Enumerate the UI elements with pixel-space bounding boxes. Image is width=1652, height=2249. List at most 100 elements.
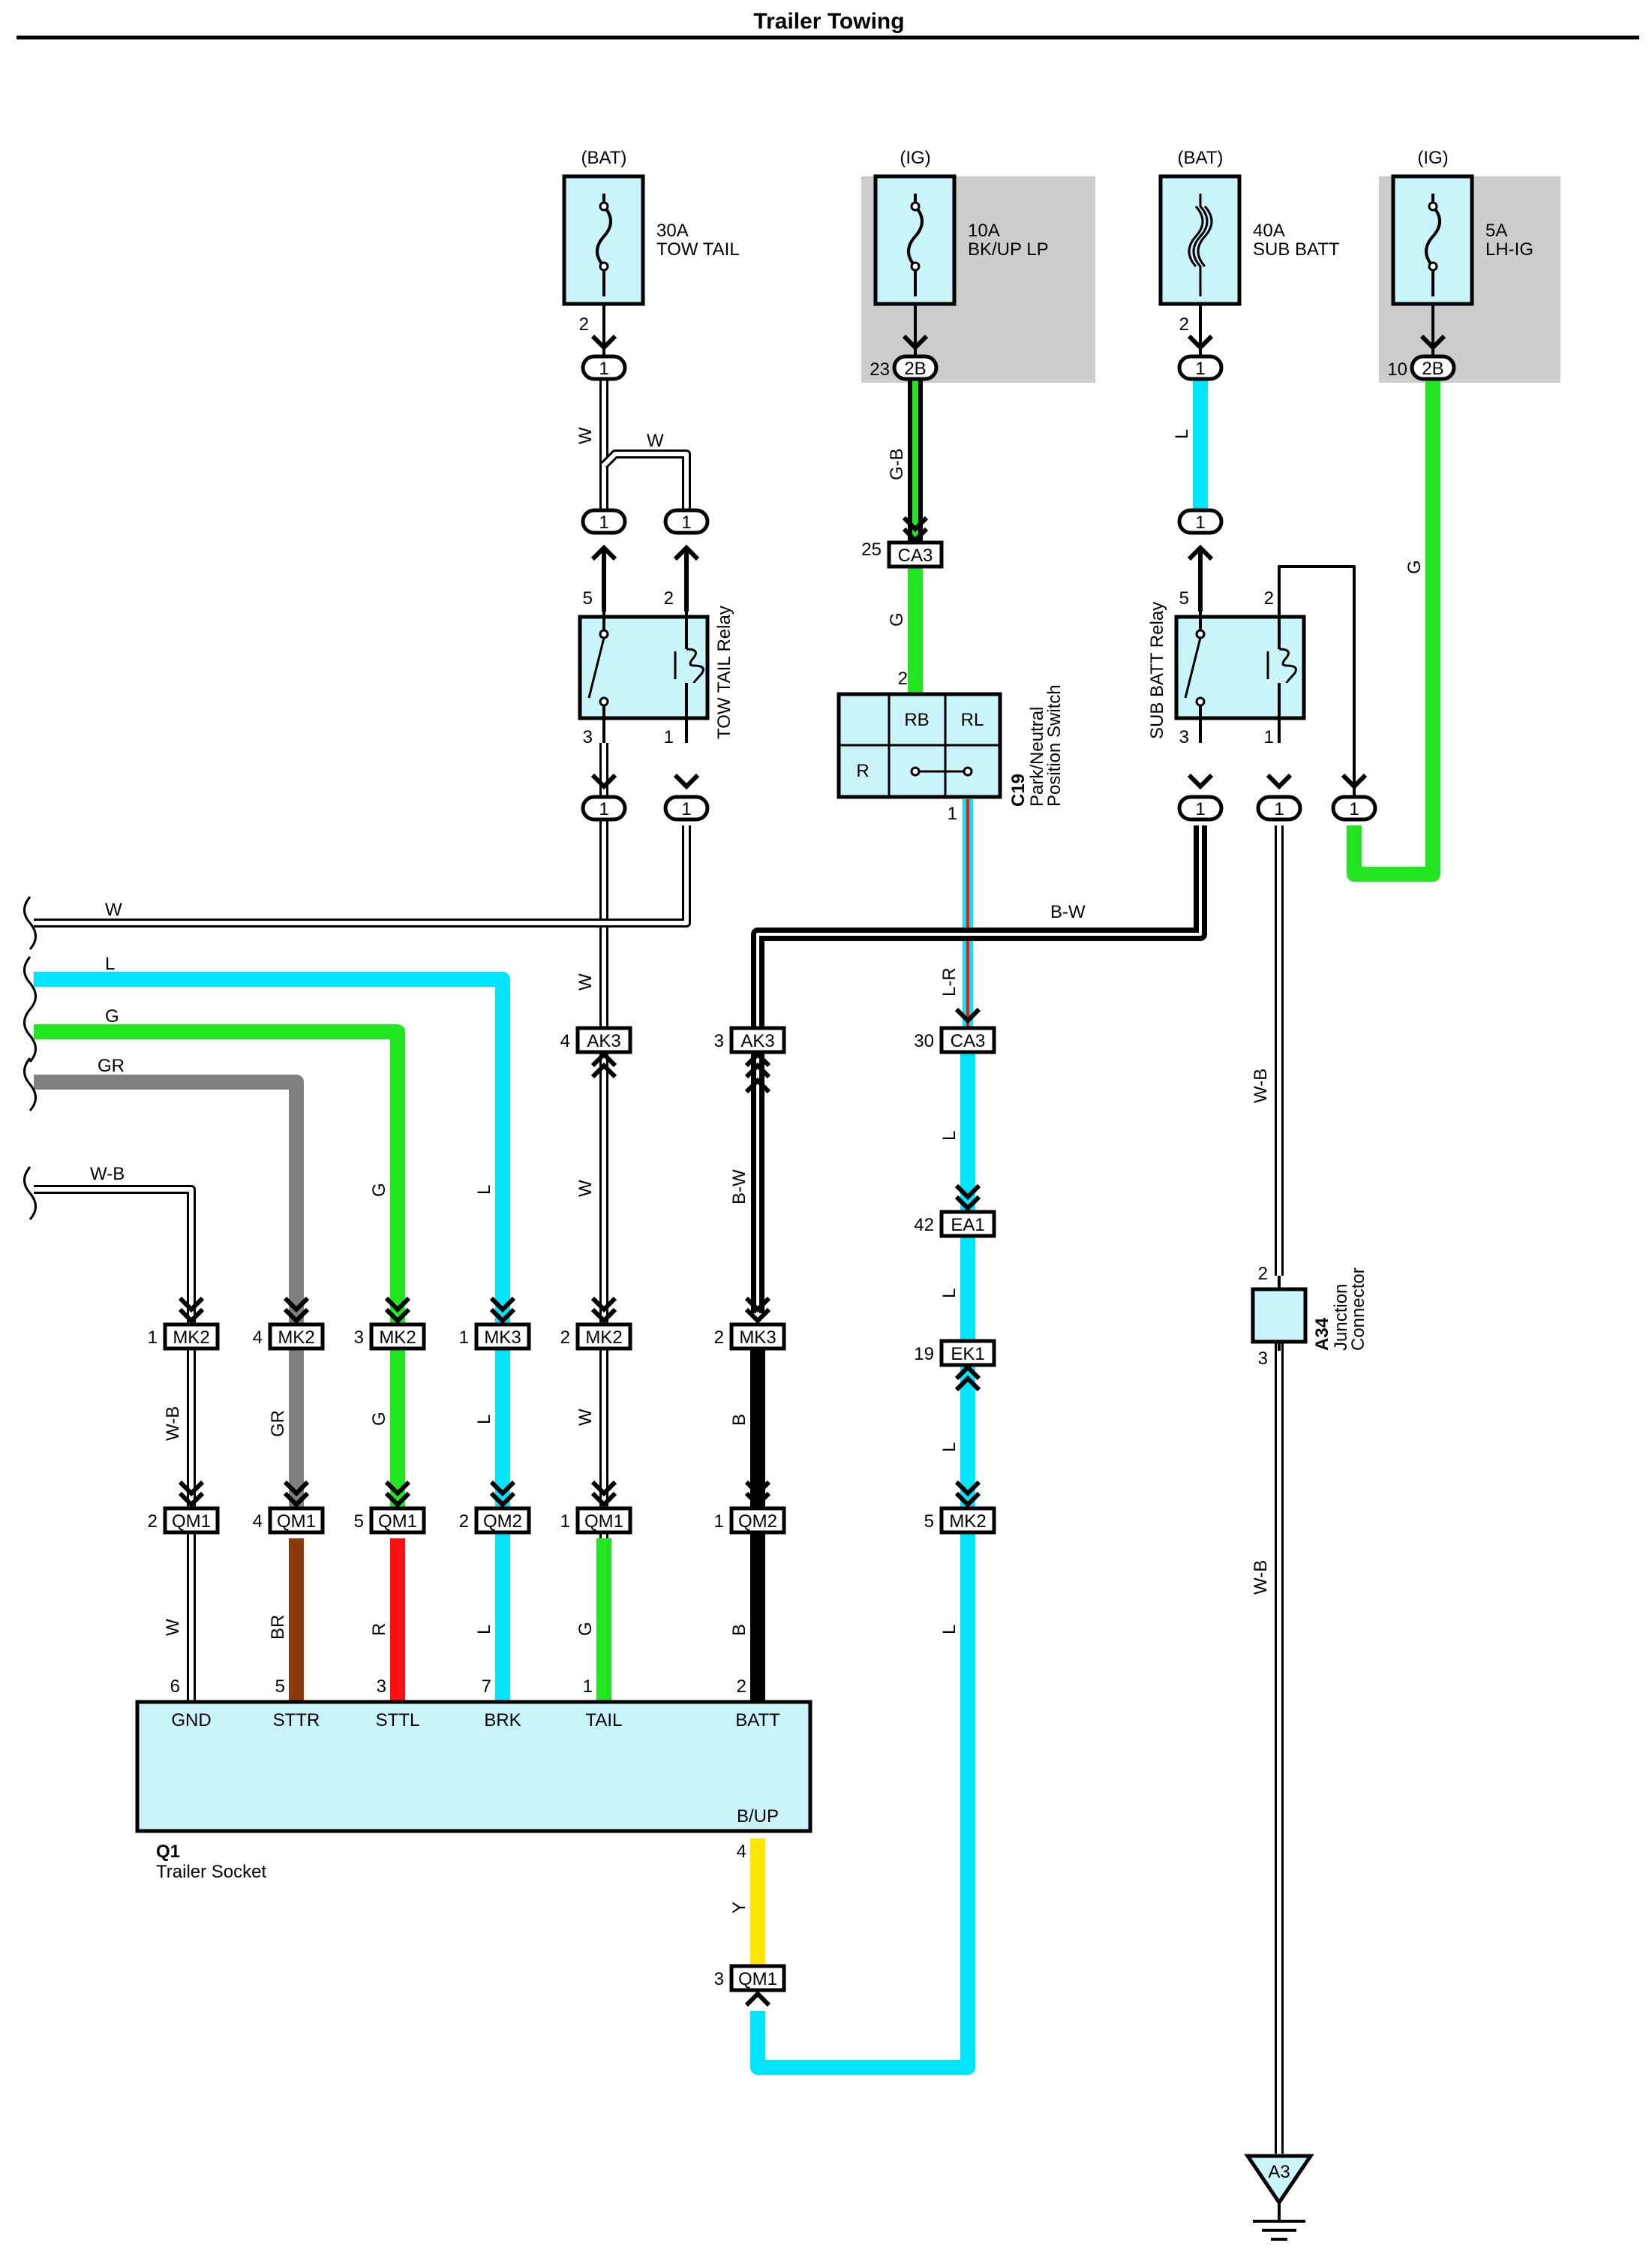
wire-color-labels: W L G GR W-B W W G-B G L G L-R B-W W W-B… — [90, 427, 1425, 1914]
fuse-name: BK/UP LP — [968, 239, 1049, 260]
oval-label: 1 — [599, 799, 608, 819]
oval-label: 2B — [1422, 359, 1443, 379]
fuse-sub-batt: (BAT) 40A SUB BATT — [1158, 148, 1340, 306]
connector-pin: 4 — [560, 1031, 570, 1051]
oval-label: 1 — [1195, 359, 1205, 379]
wire-label: B — [729, 1624, 749, 1636]
socket-name: Trailer Socket — [156, 1862, 266, 1882]
fuse-rating: 5A — [1485, 221, 1507, 241]
switch-cell: RL — [961, 710, 984, 730]
socket-pin: 5 — [275, 1676, 285, 1697]
wire-label: G — [369, 1183, 389, 1197]
pin-label: 2 — [1179, 314, 1189, 335]
diagram-title: Trailer Towing — [753, 9, 904, 34]
connector-pin: 3 — [714, 1969, 724, 1989]
socket-pin: 3 — [377, 1676, 386, 1697]
wire-label: L — [939, 1131, 960, 1141]
socket-pin: 6 — [170, 1676, 180, 1697]
wire-label: R — [369, 1623, 389, 1636]
connector-id: AK3 — [740, 1031, 774, 1051]
junction-line1: Junction — [1331, 1284, 1351, 1351]
connector-id: EK1 — [951, 1344, 984, 1364]
socket-terminal: BRK — [484, 1710, 521, 1730]
connector-id: CA3 — [898, 546, 933, 566]
connector-pin: 42 — [914, 1215, 934, 1235]
oval-label: 2B — [904, 359, 926, 379]
connector-id: MK3 — [484, 1327, 521, 1348]
relay-output-ovals: 1 1 1 1 1 — [581, 773, 1377, 822]
socket-pin: 7 — [482, 1676, 491, 1697]
fuse-lh-ig: (IG) 5A LH-IG — [1391, 148, 1533, 306]
oval-label: 1 — [599, 359, 608, 379]
wire-label: L — [939, 1625, 960, 1634]
wire-label: G — [369, 1412, 389, 1426]
fuse-outputs: 2 23 2 10 1 2B 1 2B — [579, 314, 1456, 381]
wire-l-left — [34, 972, 510, 1711]
connector-id: MK2 — [173, 1327, 209, 1348]
oval-label: 1 — [599, 513, 608, 533]
connector-id: QM1 — [738, 1969, 777, 1989]
wire-label: G — [887, 612, 907, 627]
relay-pin: 5 — [583, 588, 593, 609]
trailer-socket: 6 5 3 7 1 2 GND STTR STTL BRK TAIL BATT … — [135, 1676, 812, 1882]
socket-terminal: STTL — [376, 1710, 420, 1730]
socket-terminal: GND — [171, 1710, 211, 1730]
relay-input-ovals: 1 1 1 — [581, 508, 1224, 612]
connector-pin: 2 — [148, 1511, 158, 1532]
wire-label: GR — [98, 1056, 125, 1076]
sub-batt-relay: 5 2 3 1 SUB BATT Relay — [1147, 588, 1306, 747]
switch-code: C19 — [1008, 774, 1029, 807]
fuse-source: (IG) — [900, 148, 930, 168]
connector-id: MK2 — [585, 1327, 622, 1348]
fuse-bkup-lp: (IG) 10A BK/UP LP — [873, 148, 1049, 306]
fuse-rating: 40A — [1253, 221, 1285, 241]
wire-label: B — [729, 1414, 749, 1426]
qm-connector-row: QM1 2 QM1 4 QM1 5 QM2 2 QM1 1 QM2 1 MK2 … — [148, 1480, 996, 1535]
wire-label: W — [105, 900, 122, 920]
connector-id: QM1 — [584, 1511, 623, 1532]
wire-label: L-R — [939, 967, 960, 997]
oval-label: 1 — [1349, 799, 1359, 819]
relay-name: TOW TAIL Relay — [714, 606, 734, 739]
connector-pin: 5 — [354, 1511, 364, 1532]
wire-label: G — [105, 1006, 119, 1027]
connector-pin: 2 — [714, 1327, 724, 1348]
qm1-bup-connector: QM1 3 — [714, 1964, 786, 2007]
relay-pin: 2 — [664, 588, 674, 609]
wire-g-fuse4 — [1347, 379, 1440, 882]
fuse-tow-tail: (BAT) 30A TOW TAIL — [562, 148, 740, 306]
wire-label: L — [474, 1625, 494, 1634]
relay-pin: 3 — [1179, 727, 1189, 747]
connector-id: AK3 — [587, 1031, 620, 1051]
fuse-source: (IG) — [1417, 148, 1448, 168]
oval-label: 1 — [1195, 513, 1205, 533]
pin-label: 2 — [579, 314, 589, 335]
switch-line2: Position Switch — [1044, 684, 1065, 807]
fuse-name: SUB BATT — [1253, 239, 1340, 260]
socket-pin: 2 — [737, 1676, 746, 1697]
connector-id: QM1 — [378, 1511, 417, 1532]
pin-label: 23 — [870, 359, 890, 380]
park-neutral-switch: RB RL R 2 1 C19 Park/Neutral Position Sw… — [837, 669, 1065, 824]
relay-pin: 1 — [1264, 727, 1274, 747]
fuse-source: (BAT) — [581, 148, 627, 168]
connector-id: QM1 — [172, 1511, 211, 1532]
wire-w-fuse1 — [599, 300, 691, 510]
connector-pin: 3 — [714, 1031, 724, 1051]
switch-pin: 2 — [898, 669, 908, 689]
oval-label: 1 — [681, 799, 691, 819]
fuse-rating: 30A — [656, 221, 689, 241]
junction-line2: Connector — [1348, 1267, 1368, 1351]
junction-code: A34 — [1312, 1317, 1332, 1351]
wire-label: BR — [268, 1615, 288, 1640]
connector-pin: 1 — [714, 1511, 724, 1532]
wire-breaks — [23, 896, 37, 1220]
connector-id: EA1 — [951, 1215, 984, 1235]
wire-label: G — [1404, 560, 1425, 574]
wire-label: W-B — [1251, 1069, 1271, 1103]
relay-name: SUB BATT Relay — [1147, 602, 1167, 739]
mk-connector-row: MK2 1 MK2 4 MK2 3 MK3 1 MK2 2 MK3 2 — [148, 1077, 786, 1351]
connector-pin: 1 — [560, 1511, 570, 1532]
wire-label: GR — [268, 1410, 288, 1437]
connector-pin: 1 — [148, 1327, 158, 1348]
